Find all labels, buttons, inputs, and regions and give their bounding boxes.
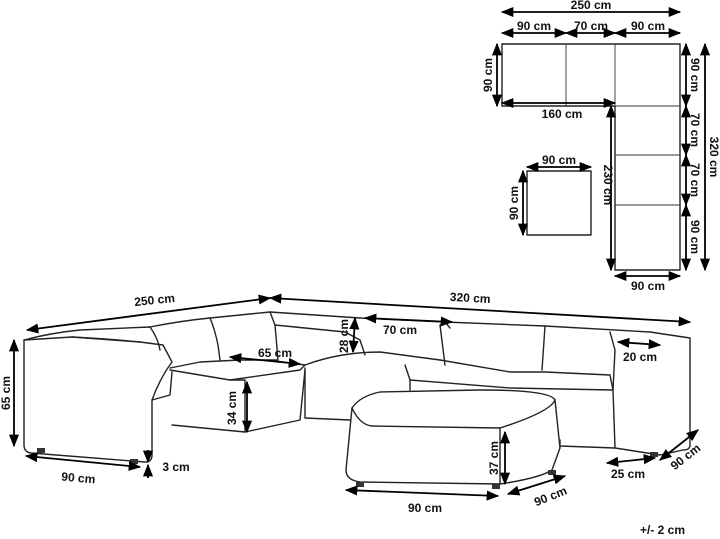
middle-seat-front — [304, 367, 351, 421]
leg — [548, 470, 556, 475]
dimension-line — [25, 294, 272, 334]
label-sofa-seat-depth: 65 cm — [258, 346, 292, 360]
dimension-line — [344, 485, 500, 501]
label-plan-inner-height: 230 cm — [601, 165, 615, 206]
label-plan-w1: 90 cm — [517, 19, 551, 33]
label-sofa-module-depth-left: 90 cm — [61, 470, 96, 487]
label-ottoman-front-width: 90 cm — [408, 501, 442, 515]
right-seat-top — [409, 359, 614, 391]
label-ottoman-side-depth: 90 cm — [532, 483, 569, 509]
label-ottoman-depth: 90 cm — [507, 186, 521, 220]
dimension-line — [659, 429, 699, 461]
plan-outline — [501, 43, 681, 271]
plan-ottoman — [526, 170, 592, 236]
leg — [130, 459, 138, 464]
label-plan-right1: 90 cm — [688, 58, 702, 92]
dimension-line — [506, 474, 567, 496]
leg — [37, 448, 45, 453]
label-plan-left-depth: 90 cm — [481, 58, 495, 92]
corner-seat — [169, 369, 246, 433]
label-plan-right2: 70 cm — [688, 113, 702, 147]
label-sofa-total-width: 250 cm — [134, 291, 176, 309]
dimension-line — [24, 452, 142, 471]
label-sofa-leg-height: 3 cm — [162, 460, 189, 474]
label-plan-total-height: 320 cm — [707, 137, 720, 178]
label-ottoman-height: 37 cm — [487, 441, 501, 475]
leg — [356, 482, 364, 487]
dimension-line — [605, 454, 657, 467]
leg — [650, 452, 658, 457]
right-seat-front — [559, 389, 616, 449]
left-back-inner — [71, 336, 141, 343]
label-sofa-height: 65 cm — [0, 376, 13, 410]
plan-view: 250 cm 90 cm 70 cm 90 cm 90 cm 160 cm 23… — [481, 0, 720, 293]
left-corner-module — [23, 336, 173, 463]
dimension-line — [268, 293, 692, 327]
label-plan-right3: 70 cm — [688, 163, 702, 197]
label-sofa-module-depth-right: 90 cm — [668, 441, 703, 473]
label-sofa-module-width: 70 cm — [383, 323, 417, 337]
label-plan-inner-width: 160 cm — [542, 107, 583, 121]
label-sofa-seat-height: 34 cm — [225, 391, 239, 425]
ottoman-top-edge — [351, 399, 556, 429]
ottoman — [345, 389, 561, 485]
corner-seat-side — [244, 369, 306, 433]
label-ottoman-width: 90 cm — [542, 153, 576, 167]
sofa-perspective: 250 cm 320 cm 65 cm 65 cm 70 cm 28 cm 34… — [0, 290, 703, 515]
label-plan-right4: 90 cm — [688, 220, 702, 254]
middle-seat-top — [304, 351, 441, 366]
label-plan-bottom-width: 90 cm — [631, 279, 665, 293]
label-sofa-total-length: 320 cm — [450, 290, 491, 306]
label-plan-w2: 70 cm — [574, 19, 608, 33]
tolerance-note: +/- 2 cm — [640, 523, 686, 537]
dimension-line — [616, 337, 662, 350]
left-seat-edge — [151, 371, 173, 401]
dimension-line — [363, 313, 454, 327]
leg — [492, 484, 500, 489]
dimension-line — [228, 353, 302, 368]
label-plan-total-width: 250 cm — [571, 0, 612, 12]
label-sofa-back-thickness: 28 cm — [337, 319, 351, 353]
dimension-line — [348, 316, 360, 354]
label-plan-w3: 90 cm — [631, 19, 665, 33]
right-back-dividers — [439, 324, 616, 391]
label-sofa-end-depth: 25 cm — [611, 467, 645, 481]
middle-seat-divider — [404, 364, 411, 391]
left-back-divider — [209, 317, 221, 361]
label-sofa-arm-width: 20 cm — [623, 350, 657, 364]
